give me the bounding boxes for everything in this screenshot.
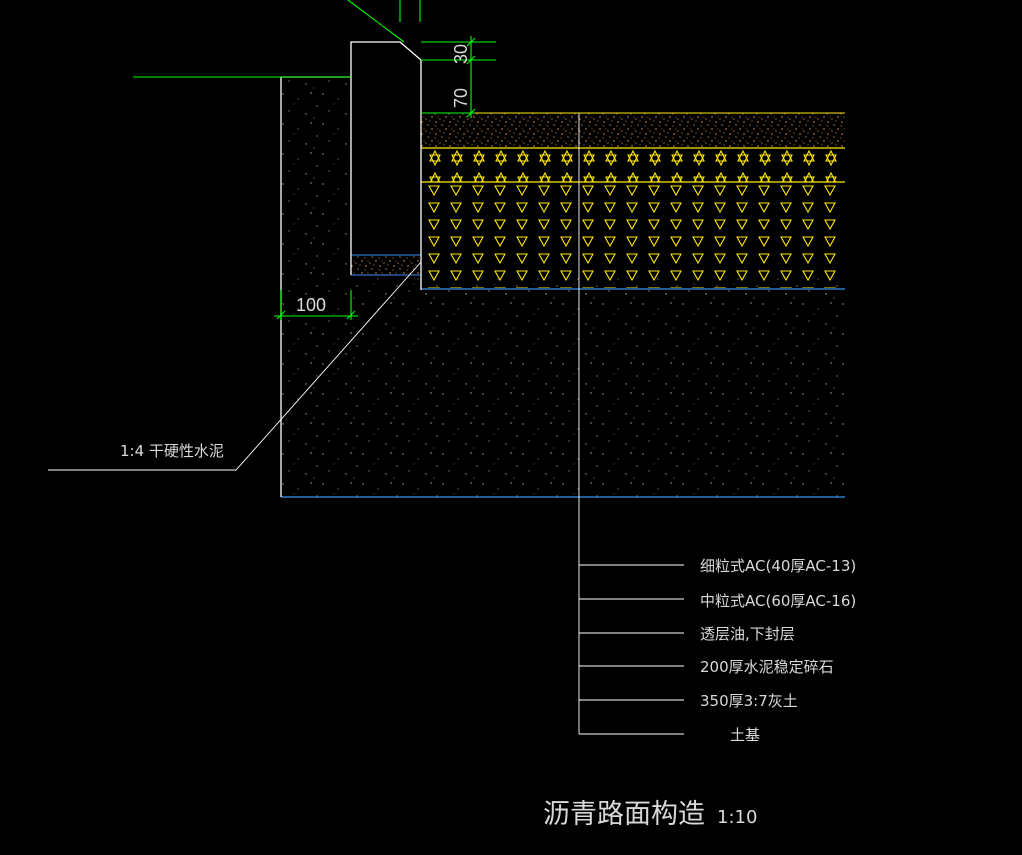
- layer-cement-stabilized: [421, 182, 845, 288]
- layer-label-1: 细粒式AC(40厚AC-13): [700, 557, 856, 575]
- dim-curb-width: 100: [296, 295, 326, 315]
- callout-leaders: [579, 564, 684, 735]
- dim-upper: 30: [451, 44, 471, 64]
- drawing-scale: 1:10: [717, 807, 757, 828]
- drawing-title: 沥青路面构造: [543, 799, 705, 830]
- layer-label-2: 中粒式AC(60厚AC-16): [700, 592, 856, 610]
- green-lines: [133, 0, 496, 320]
- layer-label-3: 透层油,下封层: [700, 625, 795, 643]
- layer-label-4: 200厚水泥稳定碎石: [700, 658, 834, 676]
- mortar-bed: [351, 254, 421, 276]
- dim-lower: 70: [451, 88, 471, 108]
- mortar-note: 1:4 干硬性水泥: [120, 442, 224, 460]
- layer-label-6: 土基: [730, 726, 760, 744]
- layer-medium-ac: [421, 148, 845, 183]
- layer-fine-ac: [421, 112, 845, 149]
- soil-fill: [281, 77, 845, 497]
- mortar-leader: [48, 261, 422, 471]
- layer-label-5: 350厚3:7灰土: [700, 692, 798, 710]
- boundary-lines: [281, 288, 845, 498]
